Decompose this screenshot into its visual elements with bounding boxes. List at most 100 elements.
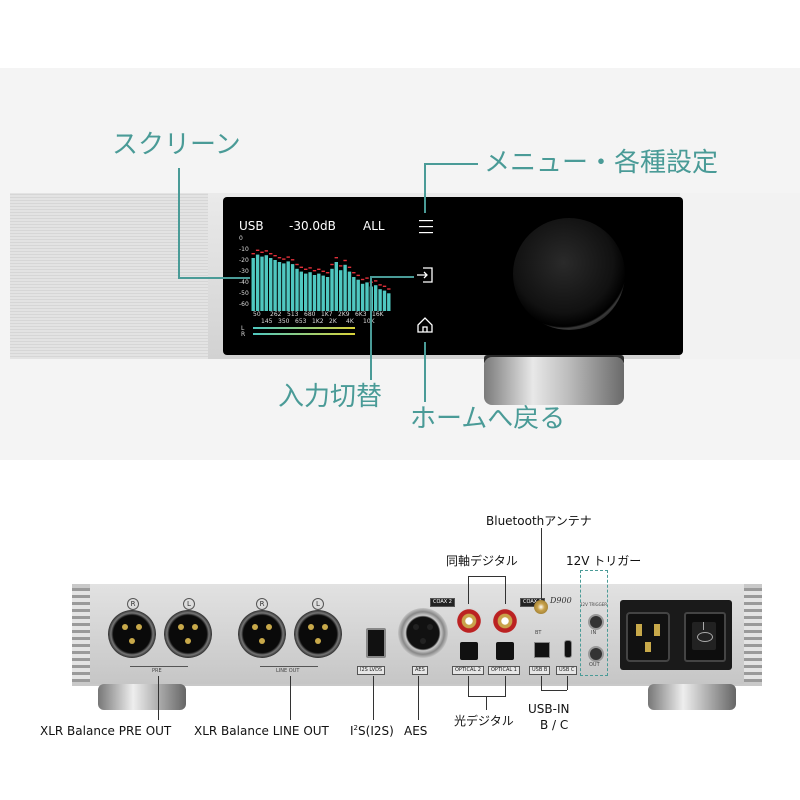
power-switch[interactable]	[684, 612, 726, 662]
spectrum-bar	[343, 264, 347, 311]
spectrum-peak	[282, 258, 286, 260]
spectrum-bar	[260, 256, 264, 311]
freq-tick: 350	[278, 318, 290, 325]
coax1-input[interactable]	[492, 608, 518, 634]
spectrum-bar	[334, 262, 338, 311]
i2s-lvds-mark: I2S LVDS	[357, 666, 386, 675]
trigger-out-mark: OUT	[589, 662, 600, 668]
spectrum-peak	[360, 278, 365, 281]
spectrum-bar	[286, 261, 290, 311]
optical1-input[interactable]	[496, 642, 514, 660]
callout-home: ホームへ戻る	[410, 404, 566, 434]
spectrum-bar	[251, 258, 255, 311]
freq-tick: 6K3	[355, 311, 367, 318]
heatsink-fins-right	[744, 588, 762, 682]
line-optical-r	[505, 676, 506, 696]
pre-bracket	[130, 666, 188, 667]
spectrum-peak	[295, 263, 299, 266]
bluetooth-antenna-connector[interactable]	[534, 600, 548, 614]
db-scale-tick: -40	[239, 279, 249, 286]
meter-label-l: L	[241, 325, 245, 332]
xlr-line-out-r[interactable]	[238, 610, 286, 658]
spectrum-bar	[282, 263, 286, 311]
display-source: USB	[239, 219, 264, 233]
front-foot	[484, 357, 624, 405]
callout-aes: AES	[404, 724, 428, 738]
freq-tick: 262	[270, 311, 282, 318]
callout-line-input-v	[370, 276, 372, 380]
callout-i2s: I2S(I2S)	[350, 724, 394, 738]
spectrum-peak	[378, 284, 382, 286]
spectrum-bar	[321, 275, 325, 311]
spectrum-bar	[339, 270, 343, 311]
front-right-side	[680, 193, 800, 359]
callout-optical: 光デジタル	[454, 714, 514, 728]
line-optical-c	[486, 696, 487, 710]
optical1-mark: OPTICAL 1	[488, 666, 520, 675]
xlr-pre-out-r[interactable]	[108, 610, 156, 658]
callout-line-screen-h	[178, 277, 250, 279]
spectrum-peak	[260, 251, 264, 253]
level-meter-l	[253, 327, 355, 329]
coax2-mark: COAX 2	[430, 598, 455, 607]
power-inlet[interactable]	[626, 612, 670, 662]
spectrum-peak	[317, 268, 321, 270]
freq-tick: 2K	[329, 318, 337, 325]
menu-icon[interactable]	[417, 217, 435, 237]
spectrum-peak	[290, 259, 295, 261]
freq-tick: 680	[304, 311, 316, 318]
db-scale-tick: -10	[239, 246, 249, 253]
i2s-hdmi-port[interactable]	[366, 628, 386, 658]
callout-line-menu-v	[424, 163, 426, 213]
spectrum-bar	[356, 279, 360, 311]
trigger-in-jack[interactable]	[588, 614, 604, 630]
spectrum-peak	[325, 272, 330, 274]
line-i2s	[373, 676, 374, 720]
spectrum-bar	[365, 282, 369, 311]
callout-screen: スクリーン	[112, 130, 241, 160]
spectrum-peak	[264, 250, 268, 252]
line-usb-l	[541, 676, 542, 690]
coax2-input[interactable]	[456, 608, 482, 634]
spectrum-peak	[321, 270, 325, 272]
spectrum-peak	[251, 253, 255, 255]
spectrum-bar	[290, 264, 295, 311]
spectrum-bar	[382, 290, 387, 311]
usb-b-port[interactable]	[534, 642, 550, 658]
spectrum-bar	[312, 275, 317, 311]
usb-c-port[interactable]	[564, 640, 572, 658]
line-usb-r	[567, 676, 568, 690]
xlr-pre-out-l[interactable]	[164, 610, 212, 658]
spectrum-peak	[330, 263, 334, 266]
trigger-out-jack[interactable]	[588, 646, 604, 662]
freq-tick: 145	[261, 318, 273, 325]
volume-knob[interactable]	[513, 218, 625, 330]
spectrum-peak	[374, 280, 378, 282]
db-scale-tick: -60	[239, 301, 249, 308]
model-mark: D900	[550, 596, 572, 605]
optical2-input[interactable]	[460, 642, 478, 660]
spectrum-bar	[378, 289, 382, 311]
callout-line-input-h	[370, 276, 414, 278]
line-pre-out	[158, 676, 159, 720]
input-switch-icon[interactable]	[415, 265, 435, 285]
xlr-line-out-l[interactable]	[294, 610, 342, 658]
bt-mark: BT	[535, 630, 542, 636]
spectrum-bar	[360, 283, 365, 311]
spectrum-bar	[269, 258, 273, 311]
trigger-in-mark: IN	[591, 630, 597, 636]
spectrum-peak	[334, 257, 338, 259]
db-scale-tick: -20	[239, 257, 249, 264]
home-icon[interactable]	[415, 315, 435, 335]
aes-input[interactable]	[398, 608, 448, 658]
line-l-mark: L	[312, 598, 324, 610]
spectrum-bar	[347, 271, 352, 311]
spectrum-peak	[356, 274, 360, 277]
spectrum-bar	[308, 272, 312, 311]
callout-menu: メニュー・各種設定	[484, 148, 719, 178]
spectrum-bar	[264, 255, 268, 311]
meter-label-r: R	[241, 331, 246, 338]
callout-input: 入力切替	[278, 382, 383, 412]
spectrum-peak	[339, 265, 343, 267]
callout-trigger: 12V トリガー	[566, 554, 642, 568]
